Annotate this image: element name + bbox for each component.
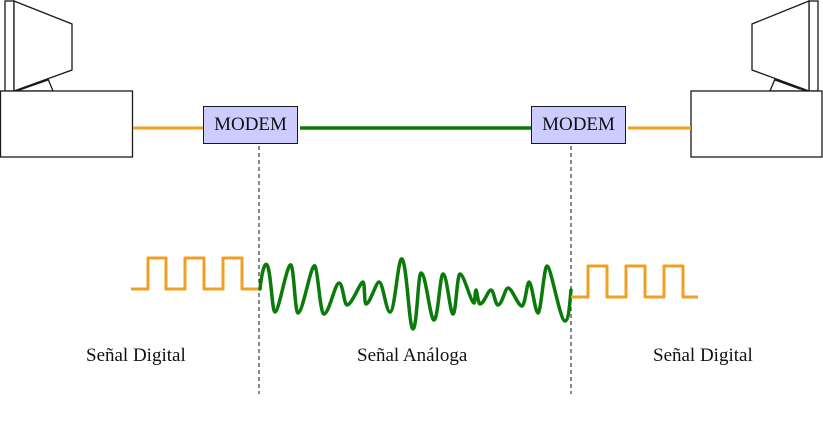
left-modem: MODEM (203, 106, 298, 144)
left-modem-label: MODEM (214, 114, 287, 135)
digital-signal-right (571, 264, 698, 299)
analog-signal (258, 257, 573, 331)
digital-signal-left-label: Señal Digital (86, 345, 186, 366)
right-modem-label: MODEM (542, 114, 615, 135)
digital-signal-left (131, 256, 259, 291)
right-modem: MODEM (531, 106, 626, 144)
analog-signal-label: Señal Análoga (357, 345, 468, 366)
right-computer-icon (690, 0, 823, 158)
left-computer-icon (0, 0, 134, 158)
digital-signal-right-label: Señal Digital (653, 345, 753, 366)
